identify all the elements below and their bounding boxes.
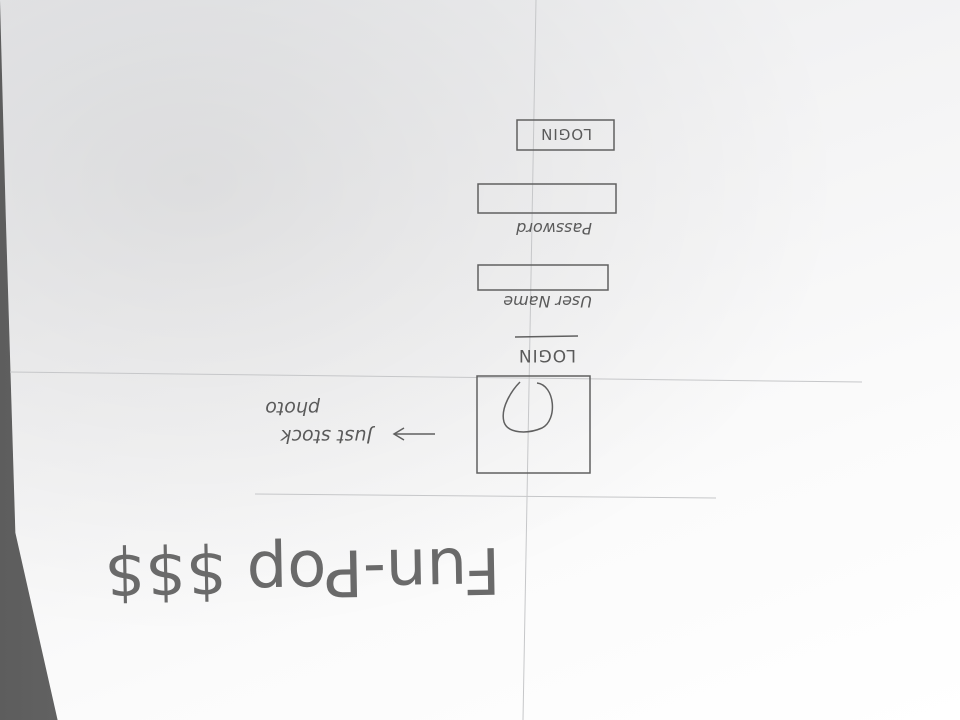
username-field[interactable]: [477, 264, 609, 291]
photo-note-line1: Just stock: [280, 425, 376, 447]
login-button-frame[interactable]: [516, 119, 615, 151]
login-button-label: LOGIN: [540, 125, 592, 143]
title-underline-guide: [254, 493, 717, 499]
photo-sketch-scribble: [502, 381, 554, 433]
brand-title: Fun-Pop $$$: [104, 532, 501, 613]
form-heading-underline: [514, 335, 579, 338]
photo-note-line2: photo: [265, 397, 321, 419]
password-field[interactable]: [477, 183, 617, 214]
horizontal-guide-line: [9, 371, 863, 383]
arrow-icon: [392, 427, 435, 441]
password-label: Password: [515, 219, 592, 238]
login-button[interactable]: LOGIN: [516, 119, 615, 151]
username-label: User Name: [503, 292, 592, 311]
form-heading: LOGIN: [518, 345, 576, 365]
photo-placeholder: [476, 375, 591, 474]
photo-frame: [476, 375, 591, 474]
